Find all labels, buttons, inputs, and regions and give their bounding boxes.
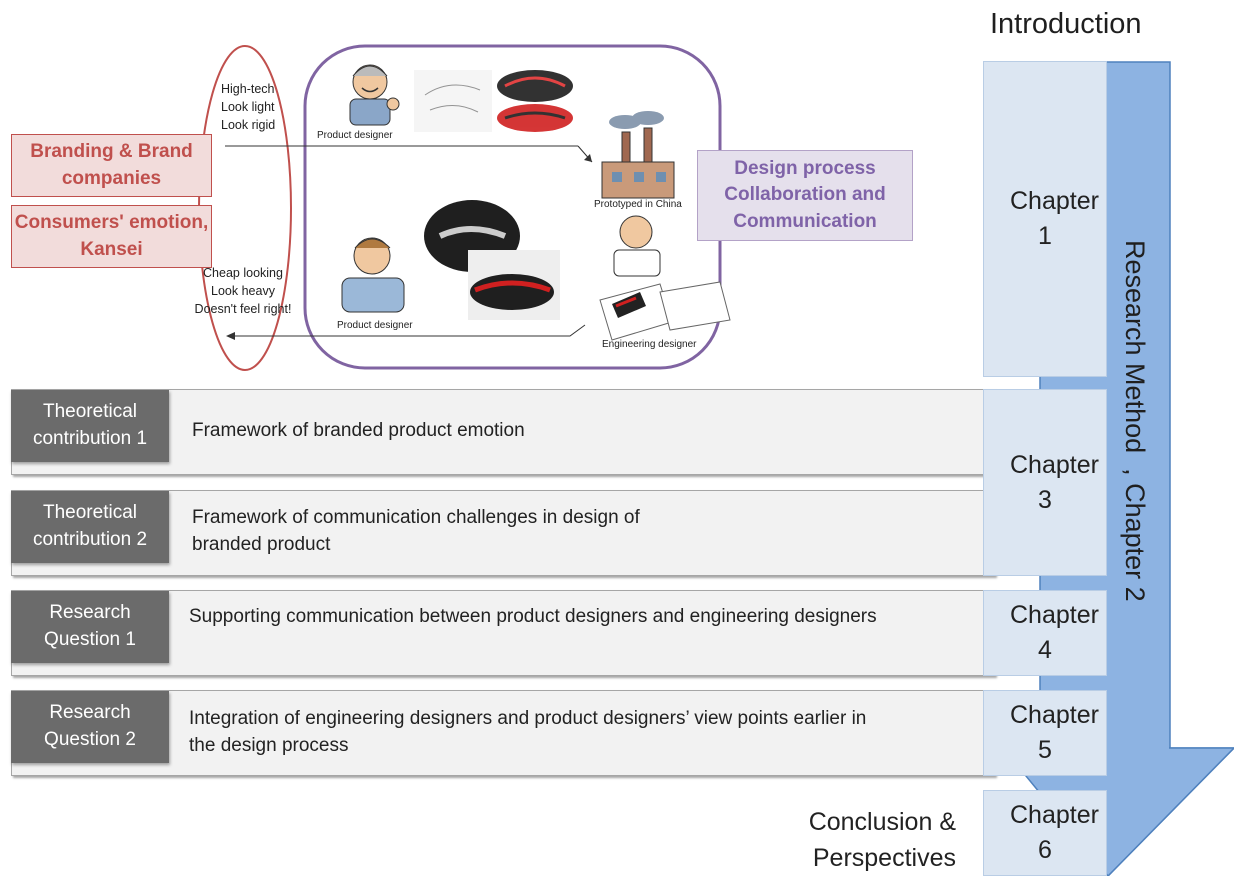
shoe-images [424,200,560,320]
note-look-heavy: Look heavy [211,284,275,299]
row-panel-4 [11,690,995,776]
chapter-3-label: Chapter 3 [1010,450,1099,514]
row-panel-2 [11,490,995,576]
note-doesnt-feel-right: Doesn't feel right! [194,302,292,317]
consumers-emotion-box: Consumers' emotion, Kansei [11,205,212,268]
row-text-4: Integration of engineering designers and… [189,708,867,756]
row-text-1: Framework of branded product emotion [192,420,525,441]
branding-box: Branding & Brand companies [11,134,212,197]
row-tag-3: Research Question 1 [11,591,169,663]
chapter-1-box: Chapter 1 [983,61,1107,377]
chapter-3-box: Chapter 3 [983,389,1107,576]
chapter-5-label: Chapter 5 [1010,701,1099,764]
engineering-designer-icon [599,215,731,341]
chapter-6-box: Chapter 6 [983,790,1107,876]
sketch-images [414,70,573,132]
row-tag-2: Theoretical contribution 2 [11,491,169,563]
bottom-notes: Cheap looking Look heavy Doesn't feel ri… [186,264,300,318]
factory-icon [601,111,675,199]
design-process-box: Design process Collaboration and Communi… [697,150,913,241]
row-tag-4: Research Question 2 [11,691,169,763]
note-look-rigid: Look rigid [221,118,276,133]
row-panel-3 [11,590,995,676]
product-designer-top-label: Product designer [317,130,393,141]
product-designer-bottom-label: Product designer [337,320,413,331]
introduction-label: Introduction [990,8,1142,40]
chapter-6-label: Chapter 6 [1010,801,1099,864]
worried-designer-icon [341,237,405,313]
note-high-tech: High-tech [221,82,275,96]
chapter-4-box: Chapter 4 [983,590,1107,676]
engineering-designer-label: Engineering designer [602,339,697,350]
note-look-light: Look light [221,100,275,115]
row-panel-1 [11,389,995,475]
conclusion-label: Conclusion & Perspectives [808,808,956,873]
happy-designer-icon [349,64,400,126]
row-text-2: Framework of communication challenges in… [192,507,640,555]
prototyped-label: Prototyped in China [594,199,682,210]
chapter-1-label: Chapter 1 [1010,187,1099,250]
row-tag-1: Theoretical contribution 1 [11,390,169,462]
top-notes: High-tech Look light Look rigid [221,80,275,134]
chapter-5-box: Chapter 5 [983,690,1107,776]
chapter-4-label: Chapter 4 [1010,601,1099,664]
note-cheap-looking: Cheap looking [203,266,283,280]
row-text-3: Supporting communication between product… [189,606,877,627]
design-process-illustration [198,44,731,371]
